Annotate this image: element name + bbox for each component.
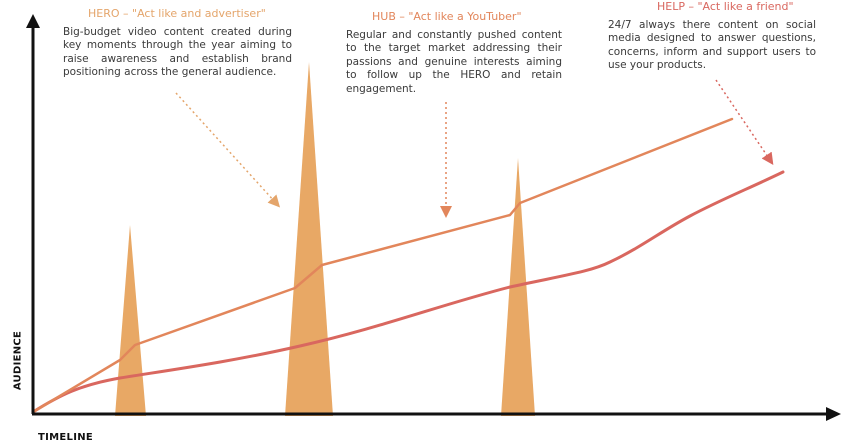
hub-line (31, 117, 734, 414)
y-axis-arrowhead (26, 14, 40, 28)
hub-description: Regular and constantly pushed content to… (346, 29, 562, 95)
hero-description: Big-budget video content created during … (63, 26, 292, 79)
hub-heading: HUB – "Act like a YouTuber" (372, 10, 522, 23)
x-axis-arrowhead (826, 407, 841, 421)
help-heading: HELP – "Act like a friend" (657, 0, 794, 13)
hero-spike-3 (501, 158, 535, 416)
help-description: 24/7 always there content on social medi… (608, 19, 816, 72)
x-axis-label: TIMELINE (38, 432, 94, 443)
hero-pointer-arrow (175, 92, 281, 208)
y-axis-label: AUDIENCE (12, 330, 24, 391)
help-curve (31, 170, 785, 414)
hero-spike-2 (285, 62, 333, 416)
hero-spike-1 (115, 225, 146, 416)
help-pointer-arrow (715, 79, 774, 165)
hero-heading: HERO – "Act like and advertiser" (88, 7, 266, 20)
